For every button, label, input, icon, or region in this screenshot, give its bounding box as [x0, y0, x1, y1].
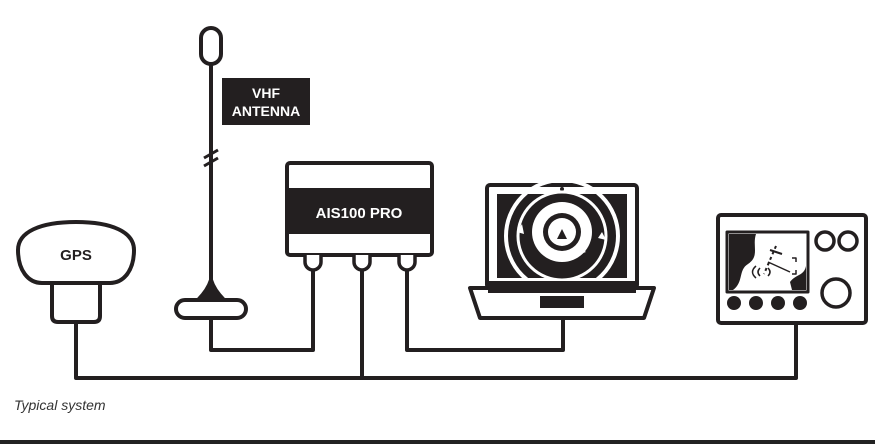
gps-dome	[16, 220, 136, 285]
plotter-button-2	[749, 296, 763, 310]
laptop-trackpad	[540, 296, 584, 308]
bottom-rule	[0, 440, 875, 444]
gps-cable	[74, 320, 798, 380]
vhf-antenna	[174, 26, 248, 320]
plotter-button-1	[727, 296, 741, 310]
antenna-tip	[199, 26, 223, 66]
plotter-button-3	[771, 296, 785, 310]
laptop	[468, 178, 656, 320]
vhf-label-line2: ANTENNA	[232, 103, 300, 119]
antenna-cable	[209, 268, 315, 352]
laptop-cable	[405, 268, 565, 352]
laptop-keyboard	[488, 281, 636, 293]
plotter-knob-top-left	[814, 230, 836, 252]
ais-label: AIS100 PRO	[316, 205, 403, 222]
chart-plotter	[716, 213, 868, 325]
ais-port-center	[352, 255, 372, 272]
plotter-button-4	[793, 296, 807, 310]
plotter-dial	[820, 277, 852, 309]
gps-antenna: GPS	[16, 220, 136, 324]
ais-port-left	[303, 255, 323, 272]
ais-transponder: AIS100 PRO	[285, 161, 434, 272]
antenna-base	[174, 298, 248, 320]
cabling	[74, 268, 798, 380]
vhf-antenna-tag: VHF ANTENNA	[222, 78, 310, 125]
ais-port-right	[397, 255, 417, 272]
plotter-knob-top-right	[837, 230, 859, 252]
gps-label: GPS	[60, 247, 92, 264]
figure-caption: Typical system	[14, 397, 106, 413]
vhf-label-line1: VHF	[252, 85, 280, 101]
